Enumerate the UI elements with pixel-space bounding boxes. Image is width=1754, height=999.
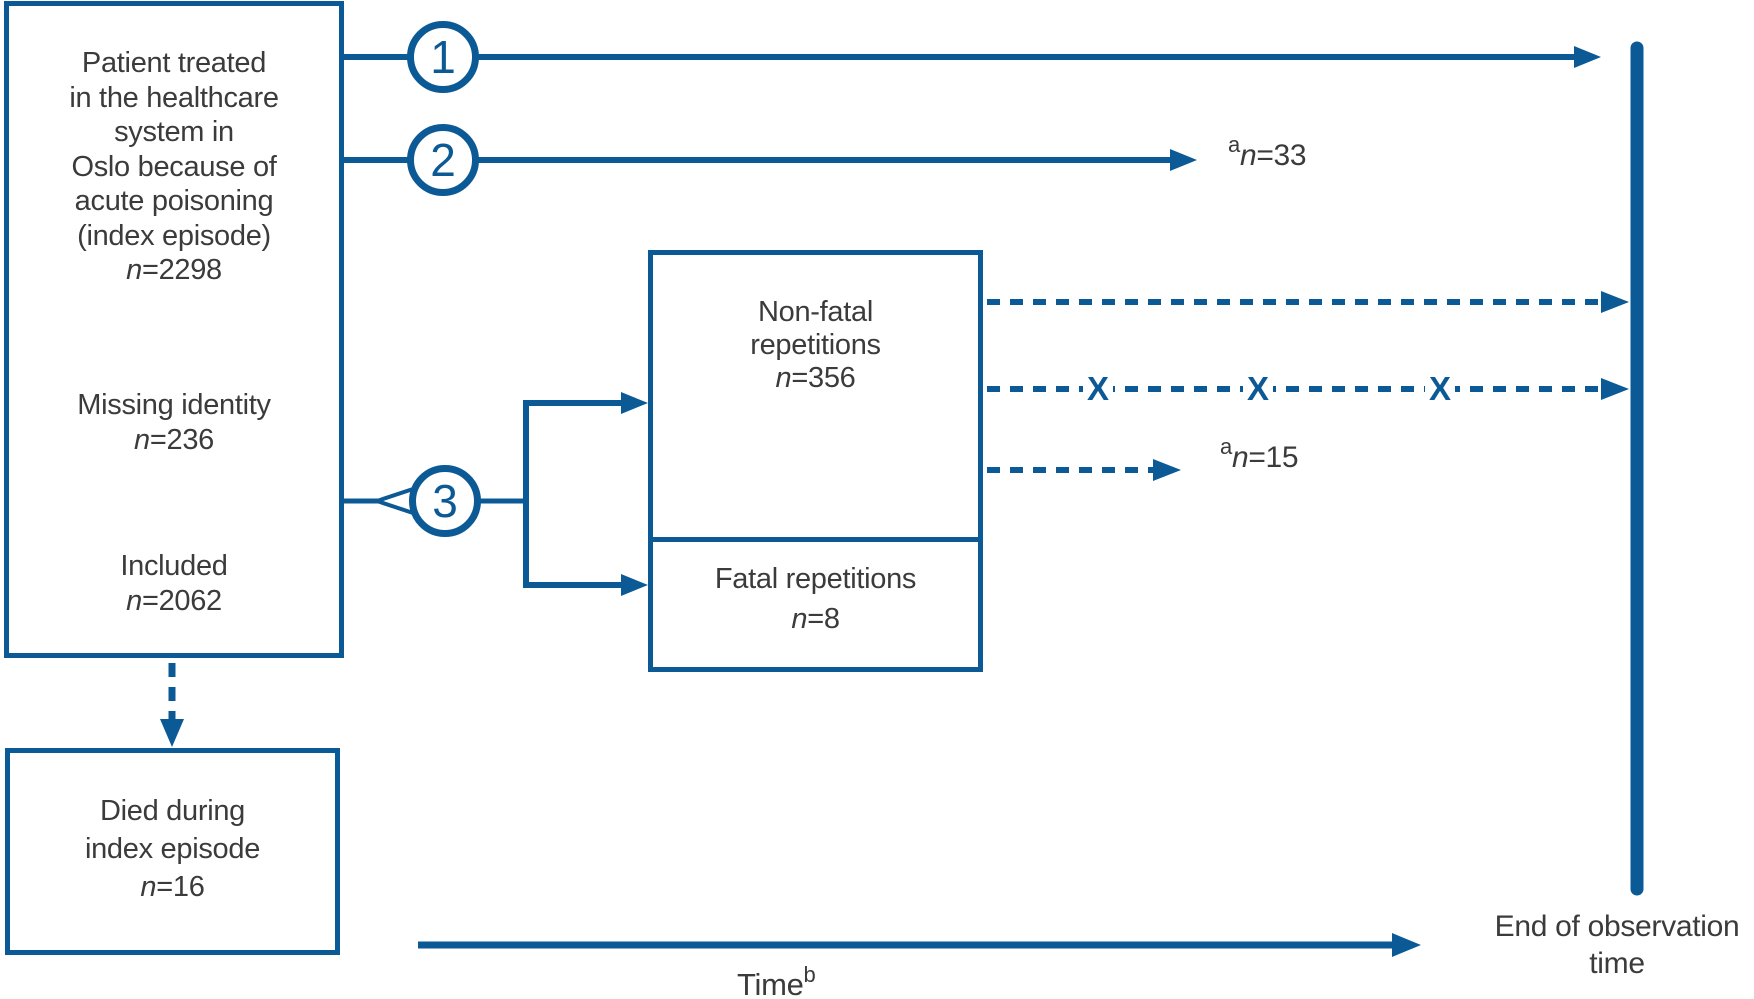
arrow-path-2	[344, 149, 1197, 171]
nonfatal-dashed-arrow-short	[987, 459, 1181, 481]
text-line: system in	[114, 116, 234, 148]
marker-number: 1	[430, 31, 456, 83]
arrowhead	[1601, 291, 1629, 313]
time-axis	[418, 933, 1421, 957]
nonfatal-dashed-arrow-long	[987, 291, 1629, 313]
n-count: n=356	[775, 362, 856, 394]
index-episode-box	[4, 1, 344, 658]
index-episode-text: Patient treated in the healthcare system…	[4, 46, 344, 288]
end-of-observation-label: End of observation time	[1480, 908, 1754, 982]
arrowhead	[160, 719, 184, 747]
n-count: n=236	[134, 423, 214, 456]
arrowhead	[1170, 149, 1197, 171]
non-fatal-text: Non-fatal repetitions n=356	[648, 296, 983, 395]
open-triangle	[370, 486, 415, 516]
repetitions-box	[648, 250, 983, 672]
fatal-text: Fatal repetitions n=8	[648, 559, 983, 639]
text-line: time	[1589, 947, 1645, 980]
died-text: Died during index episode n=16	[5, 792, 340, 906]
n-count: n=8	[791, 603, 840, 635]
arrowhead	[621, 392, 648, 414]
included-text: Included n=2062	[4, 549, 344, 618]
footnote-a-sup: a	[1220, 434, 1232, 459]
arrowhead	[1601, 378, 1629, 400]
text-line: Non-fatal	[758, 296, 873, 328]
arrowhead	[621, 574, 648, 596]
text-line: Died during	[99, 795, 245, 827]
censor-x-mark: X	[1243, 370, 1274, 408]
text-line: repetitions	[750, 329, 881, 361]
path-1-marker: 1	[407, 21, 479, 93]
text-line: Included	[120, 550, 228, 582]
text-line: End of observation	[1494, 910, 1740, 943]
text-line: Missing identity	[77, 389, 271, 421]
text-line: (index episode)	[77, 219, 271, 252]
marker-number: 2	[430, 134, 456, 186]
n33-label: an=33	[1228, 132, 1307, 172]
marker-number: 3	[432, 475, 458, 527]
text-line: Patient treated	[81, 47, 267, 79]
n-count: n=2062	[126, 584, 222, 617]
branch-path-3	[344, 392, 648, 596]
arrow-path-1	[344, 46, 1601, 68]
text-line: in the healthcare	[69, 81, 279, 114]
missing-identity-text: Missing identity n=236	[4, 388, 344, 457]
footnote-b-sup: b	[803, 962, 816, 987]
repetitions-box-divider	[648, 537, 983, 542]
text-line: acute poisoning	[74, 185, 274, 217]
path-3-marker: 3	[409, 465, 481, 537]
footnote-a-sup: a	[1228, 132, 1240, 157]
arrowhead	[1392, 933, 1421, 957]
text-line: index episode	[84, 833, 261, 865]
died-dashed-arrow	[160, 663, 184, 747]
text-line: Fatal repetitions	[714, 563, 917, 595]
path-2-marker: 2	[407, 124, 479, 196]
arrowhead	[1574, 46, 1601, 68]
died-box	[5, 748, 340, 955]
censor-x-mark: X	[1083, 370, 1114, 408]
n-count: n=16	[140, 871, 205, 903]
n15-label: an=15	[1220, 434, 1299, 474]
text-line: Oslo because of	[71, 150, 277, 183]
censor-x-mark: X	[1425, 370, 1456, 408]
n-count: n=2298	[126, 254, 222, 286]
arrowhead	[1153, 459, 1181, 481]
time-axis-label: Timeb	[737, 962, 816, 999]
